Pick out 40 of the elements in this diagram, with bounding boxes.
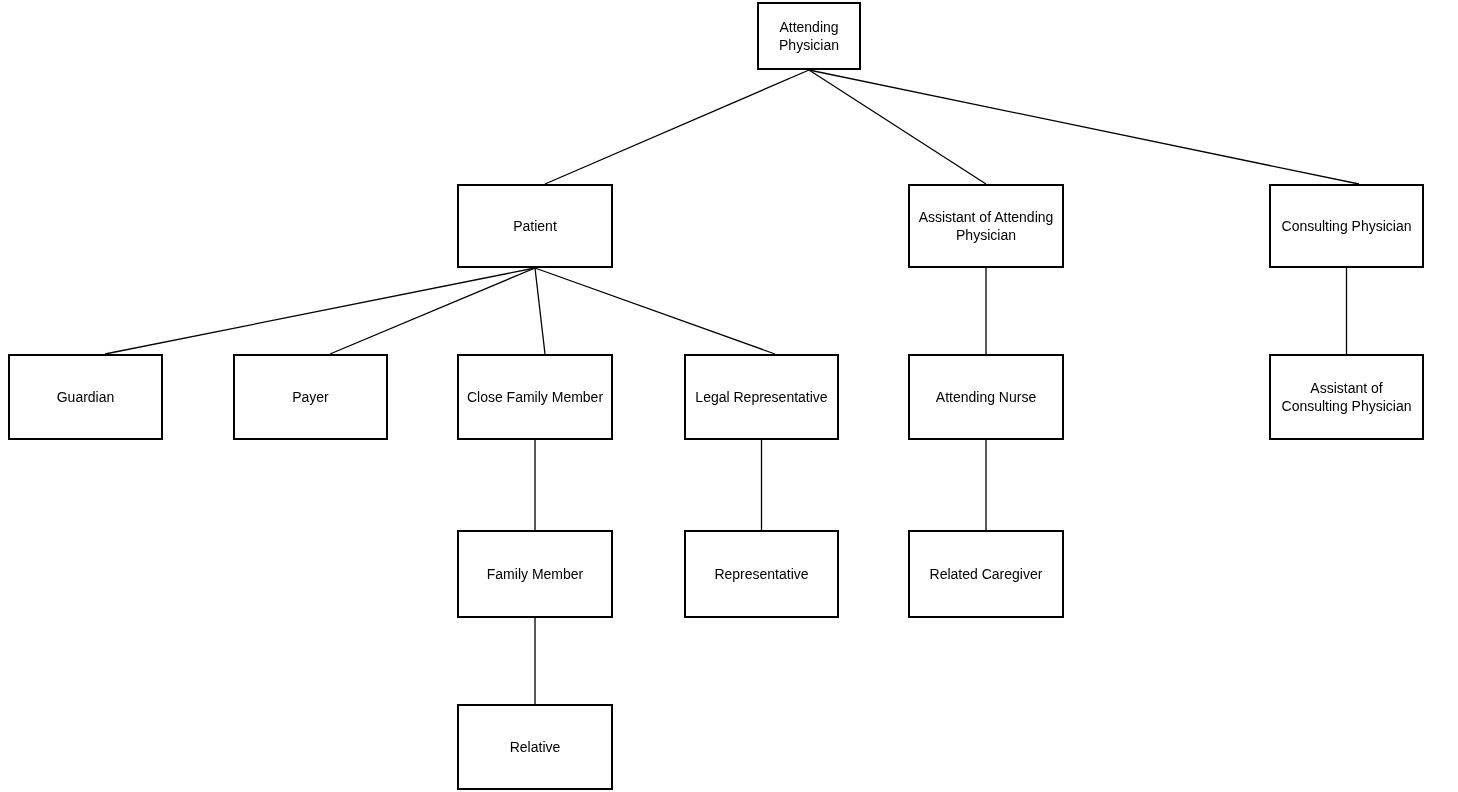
connector-line (534, 267, 776, 355)
role-label: Patient (512, 217, 558, 235)
connector-line (534, 439, 536, 531)
connector-line (985, 267, 987, 355)
connector-line (808, 69, 1360, 185)
role-box (908, 184, 1064, 268)
role-box (457, 704, 613, 790)
role-label: Related Caregiver (928, 565, 1044, 583)
role-label: Attending Physician (778, 18, 840, 54)
role-box (8, 354, 163, 440)
role-label: Legal Representative (694, 388, 829, 406)
role-label: Relative (508, 738, 562, 756)
role-box (1269, 354, 1424, 440)
role-label: Attending Nurse (934, 388, 1038, 406)
connector-line (760, 439, 763, 531)
role-label: Payer (291, 388, 330, 406)
role-label: Assistant of Consulting Physician (1280, 379, 1413, 415)
role-label: Family Member (485, 565, 585, 583)
role-box (233, 354, 388, 440)
role-box (757, 2, 861, 70)
role-label: Representative (713, 565, 810, 583)
connector-line (329, 267, 536, 355)
role-label: Assistant of Attending Physician (917, 208, 1055, 244)
connector-line (534, 267, 546, 355)
connector-line (808, 69, 987, 185)
connector-line (544, 69, 810, 185)
role-box (684, 530, 839, 618)
role-label: Close Family Member (465, 388, 605, 406)
role-box (908, 530, 1064, 618)
role-label: Consulting Physician (1280, 217, 1413, 235)
role-box (908, 354, 1064, 440)
role-box (457, 530, 613, 618)
role-label: Guardian (55, 388, 116, 406)
role-box (457, 184, 613, 268)
connector-line (534, 617, 536, 705)
connector-line (985, 439, 987, 531)
role-box (1269, 184, 1424, 268)
connector-line (1345, 267, 1348, 355)
role-box (457, 354, 613, 440)
role-box (684, 354, 839, 440)
